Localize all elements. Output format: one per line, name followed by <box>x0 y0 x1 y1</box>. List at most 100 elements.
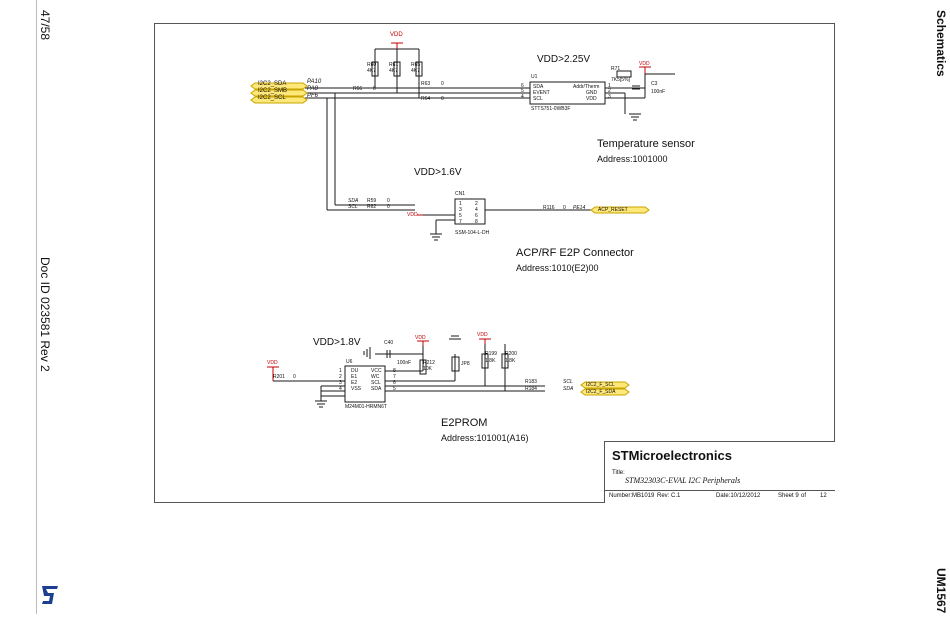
power-symbols <box>267 42 651 381</box>
r62-value: 0 <box>387 204 390 210</box>
u6-body <box>344 365 386 403</box>
page-margin-rule <box>36 0 37 614</box>
r66-ref: R66 <box>353 86 363 92</box>
r60-value: 4K7 <box>367 68 376 74</box>
u6-pinnum-7: 7 <box>393 374 396 380</box>
u1-pinnum-2: 2 <box>608 88 611 94</box>
eeprom-address: Address:101001(A16) <box>441 433 529 443</box>
r66-value: 0 <box>373 86 376 92</box>
r61-ref: R61 <box>389 62 399 68</box>
r212-value: 10K <box>423 366 432 372</box>
wires <box>273 48 675 401</box>
u1-pin-gnd: GND <box>586 90 598 96</box>
board-number: Number:MB1019 <box>609 493 655 499</box>
port-pf6: PF6 <box>307 93 319 99</box>
temp-sensor-title: Temperature sensor <box>597 138 695 150</box>
u6-pinnum-8: 8 <box>393 368 396 374</box>
connector-address: Address:1010(E2)00 <box>516 263 599 273</box>
eeprom-scl-label: SCL <box>563 379 573 385</box>
cn1-pin-4: 4 <box>475 207 478 213</box>
r200-ref: R200 <box>505 351 517 357</box>
cn1-pin-5: 5 <box>459 213 462 219</box>
u1-pin-sda: SDA <box>533 84 544 90</box>
connector-scl-label: SCL <box>348 204 358 210</box>
u6-pinnum-1: 1 <box>339 368 342 374</box>
section-heading: Schematics <box>934 10 948 77</box>
temp-sensor-address: Address:1001000 <box>597 154 668 164</box>
net-label-smb: I2C2_SMB <box>258 88 288 94</box>
c3-ref: C3 <box>651 81 658 87</box>
u6-pin-scl: SCL <box>371 380 381 386</box>
net-label-f-sda: I2C2_F_SDA <box>586 389 616 395</box>
u1-part: STTS751-0WB3F <box>531 106 571 112</box>
u1-ref: U1 <box>531 74 538 80</box>
resistors <box>371 61 632 375</box>
r116-ref: R116 <box>543 205 555 211</box>
connector-sda-label: SDA <box>348 198 359 204</box>
r59-ref: R59 <box>367 198 377 204</box>
u1-pinnum-5: 5 <box>521 88 524 94</box>
u6-pin-e2: E2 <box>351 380 358 386</box>
vdd-label: VDD <box>390 32 403 38</box>
r183-ref: R183 <box>525 379 537 385</box>
capacitors <box>386 85 640 358</box>
r65-value: 4K7 <box>411 68 420 74</box>
port-pe14: PE14 <box>573 205 586 211</box>
r60-ref: R60 <box>367 62 377 68</box>
r63-value: 0 <box>441 81 444 87</box>
sheet-title: STM32303C-EVAL I2C Peripherals <box>625 476 741 485</box>
r199-vdd-label: VDD <box>477 332 488 338</box>
r61-value: 4K7 <box>389 68 398 74</box>
document-name: UM1567 <box>934 568 948 614</box>
net-label-scl: I2C2_SCL <box>258 95 286 101</box>
cn1-pin-6: 6 <box>475 213 478 219</box>
eeprom-sda-label: SDA <box>563 386 574 392</box>
schematic-frame: I2C2_SDA I2C2_SMB I2C2_SCL PA10 PA8 PF6 … <box>154 23 835 503</box>
ic-bodies <box>344 81 606 403</box>
cn1-ref: CN1 <box>455 191 466 197</box>
net-label-sda: I2C2_SDA <box>258 81 287 87</box>
u6-ref: U6 <box>346 359 353 365</box>
c3-value: 100nF <box>651 89 666 95</box>
r62-ref: R62 <box>367 204 377 210</box>
r59-value: 0 <box>387 198 390 204</box>
st-logo-icon <box>42 586 58 604</box>
r200-value: 1.8K <box>505 358 516 364</box>
r201-ref: R201 <box>273 374 285 380</box>
u6-pinnum-6: 6 <box>393 380 396 386</box>
port-pa10: PA10 <box>307 79 322 85</box>
r199-ref: R199 <box>485 351 497 357</box>
page-number: 47/58 <box>38 10 52 41</box>
title-label: Title: <box>612 470 625 476</box>
u1-pin-addr: Addr/Therm <box>573 84 600 90</box>
u1-pinnum-6: 6 <box>521 83 524 89</box>
u1-pin-scl: SCL <box>533 96 543 102</box>
u1-pinnum-3: 3 <box>608 94 611 100</box>
sheet-total: 12 <box>820 493 827 499</box>
u1-pin-event: EVENT <box>533 90 550 96</box>
u6-pin-du: DU <box>351 368 359 374</box>
r71-ref: R71 <box>611 66 621 72</box>
cn1-vdd-label: VDD <box>407 212 418 218</box>
c40-value: 100nF <box>397 360 412 366</box>
ground-symbols <box>315 113 641 408</box>
u6-pinnum-4: 4 <box>339 386 342 392</box>
u6-pinnum-3: 3 <box>339 380 342 386</box>
cn1-pin-2: 2 <box>475 201 478 207</box>
r201-value: 0 <box>293 374 296 380</box>
net-label-acp-reset: ACP_RESET <box>598 207 628 213</box>
r64-value: 0 <box>441 96 444 102</box>
cn1-part: SSM-104-L-DH <box>455 230 490 236</box>
company-name: STMicroelectronics <box>612 448 732 463</box>
connector-vdd-note: VDD>1.6V <box>414 167 462 178</box>
connector-title: ACP/RF E2P Connector <box>516 247 634 259</box>
u6-part: M24M01-HRMN6T <box>345 404 387 410</box>
temp-sensor-vdd-note: VDD>2.25V <box>537 54 591 65</box>
u6-pin-wc: WC <box>371 374 380 380</box>
jp8-ref: JP8 <box>461 361 470 367</box>
doc-id: Doc ID 023581 Rev 2 <box>38 257 52 372</box>
cn1-pin-1: 1 <box>459 201 462 207</box>
r63-ref: R63 <box>421 81 431 87</box>
sheet-of: of <box>801 493 807 499</box>
r64-ref: R64 <box>421 96 431 102</box>
